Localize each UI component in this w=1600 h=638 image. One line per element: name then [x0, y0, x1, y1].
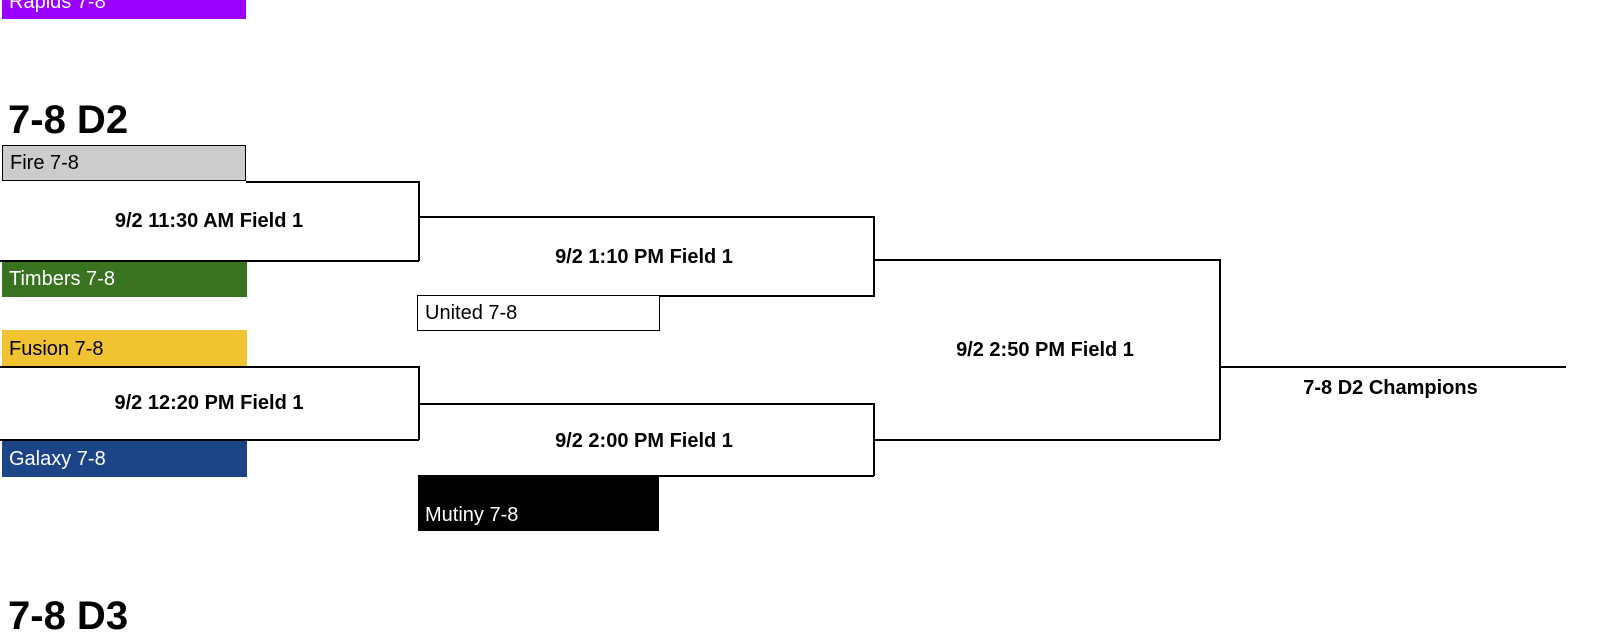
bracket-line [418, 216, 874, 218]
game-label: 9/2 2:00 PM Field 1 [555, 430, 733, 452]
game-label: 9/2 12:20 PM Field 1 [114, 392, 304, 414]
game-label: 9/2 1:10 PM Field 1 [555, 246, 733, 268]
team-mutiny: Mutiny 7-8 [418, 476, 659, 531]
bracket-line [873, 216, 875, 297]
team-label: Timbers 7-8 [9, 267, 115, 290]
bracket-line [246, 181, 419, 183]
champion-line [1219, 366, 1566, 368]
team-label: Rapids 7-8 [9, 0, 106, 13]
champion-label: 7-8 D2 Champions [1303, 377, 1478, 399]
next-bracket-title: 7-8 D3 [8, 594, 129, 638]
team-rapids: Rapids 7-8 [2, 0, 246, 19]
team-label: Galaxy 7-8 [9, 447, 106, 470]
bracket-line [418, 181, 420, 261]
team-united: United 7-8 [417, 295, 660, 331]
team-fusion: Fusion 7-8 [2, 330, 247, 367]
bracket-line [873, 259, 1220, 261]
game-label: 9/2 2:50 PM Field 1 [956, 339, 1134, 361]
bracket-line [418, 403, 874, 405]
bracket-line [1219, 259, 1221, 440]
bracket-line [873, 439, 1220, 441]
bracket-line [0, 439, 419, 441]
team-label: United 7-8 [425, 302, 518, 324]
team-fire: Fire 7-8 [2, 145, 246, 181]
bracket-title: 7-8 D2 [8, 98, 129, 142]
bracket-line [0, 260, 419, 262]
game-label: 9/2 11:30 AM Field 1 [114, 210, 304, 232]
bracket-line [418, 475, 874, 477]
bracket-line [0, 366, 419, 368]
team-galaxy: Galaxy 7-8 [2, 440, 247, 477]
team-timbers: Timbers 7-8 [2, 260, 247, 297]
team-label: Fire 7-8 [10, 152, 79, 174]
bracket-line [659, 295, 874, 297]
team-label: Mutiny 7-8 [425, 504, 519, 526]
team-label: Fusion 7-8 [9, 337, 104, 360]
